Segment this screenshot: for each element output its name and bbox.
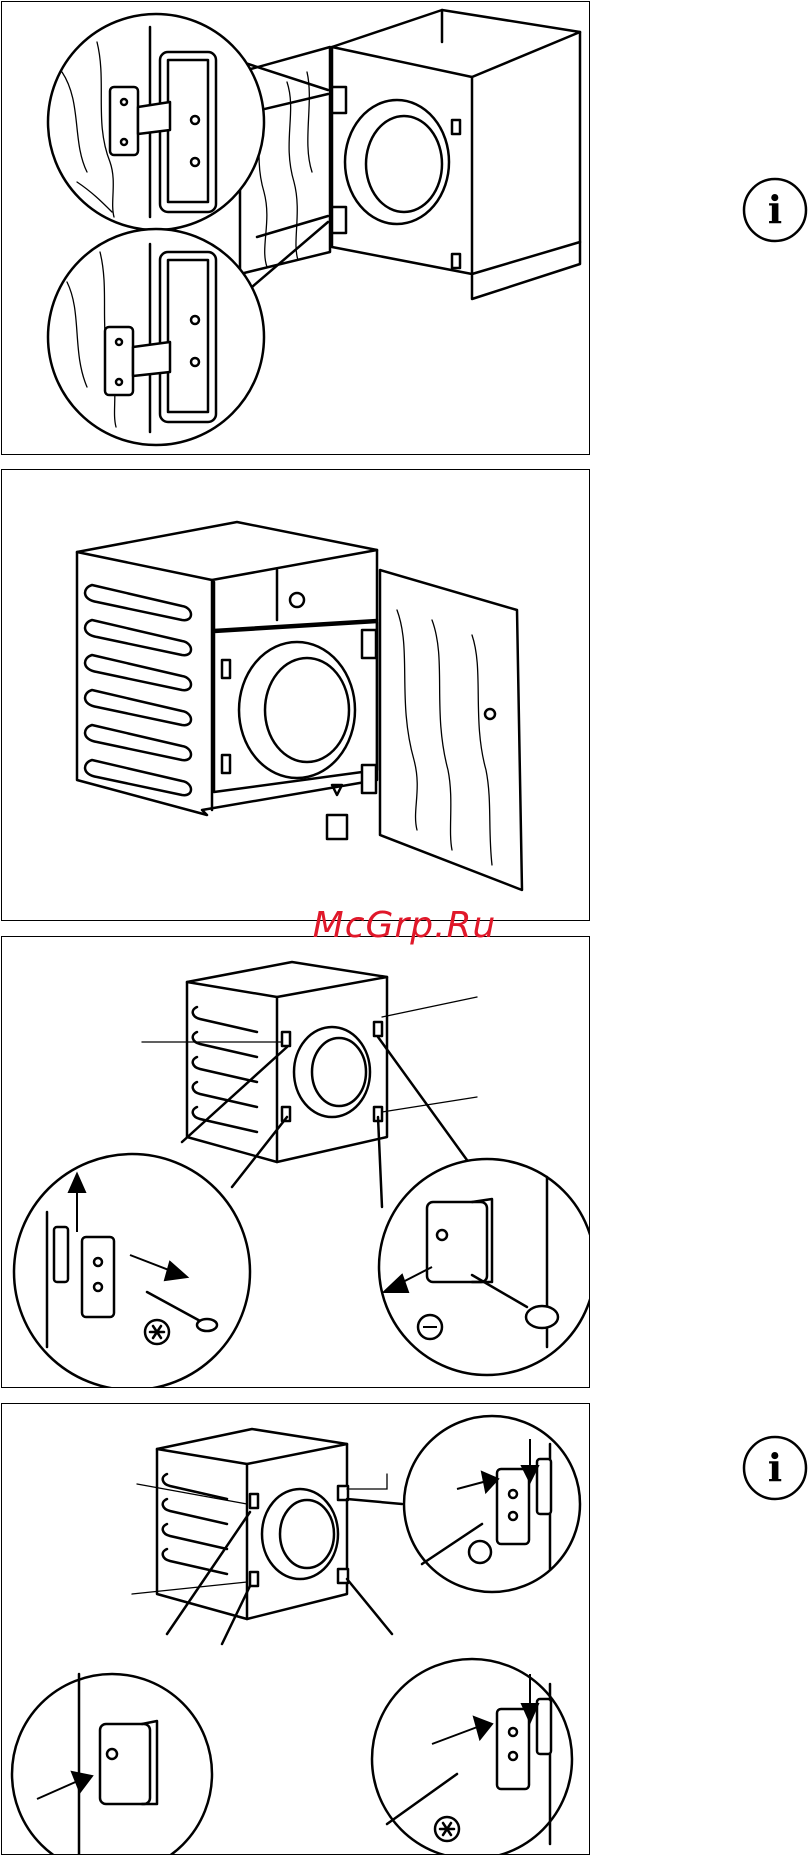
machine-door-open-illustration xyxy=(2,470,590,921)
info-icon: i xyxy=(741,1434,809,1502)
info-icon-glyph: i xyxy=(768,1445,782,1490)
hinge-closeup-illustration xyxy=(2,2,590,455)
panel-attach-hinges xyxy=(1,1403,590,1855)
hinge-removal-illustration xyxy=(2,937,590,1388)
info-icon: i xyxy=(741,176,809,244)
panel-hinge-closeups xyxy=(1,1,590,455)
panel-door-open xyxy=(1,469,590,921)
watermark: McGrp.Ru xyxy=(0,905,809,946)
panel-remove-hinges xyxy=(1,936,590,1388)
info-icon-glyph: i xyxy=(768,187,782,232)
hinge-attach-illustration xyxy=(2,1404,590,1855)
